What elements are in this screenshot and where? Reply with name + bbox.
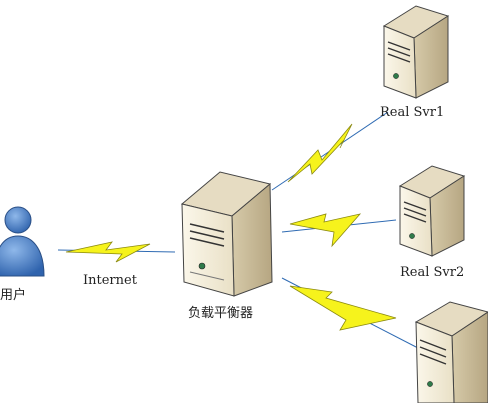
real-svr1-label: Real Svr1 — [380, 105, 445, 120]
real-svr2-label: Real Svr2 — [400, 265, 465, 280]
user-label: 用户 — [0, 288, 27, 303]
load-balancer-label: 负载平衡器 — [188, 306, 254, 321]
lightning-bolt-svr1 — [287, 123, 353, 183]
internet-label: Internet — [83, 273, 137, 288]
user-icon — [0, 206, 45, 277]
lightning-bolt-svr2 — [289, 213, 362, 248]
lightning-bolt-svr3 — [289, 285, 397, 331]
user-head — [4, 206, 32, 234]
load-balancer-server-icon — [180, 171, 273, 297]
user-body — [0, 235, 45, 277]
real-svr2-server-icon — [398, 165, 466, 257]
lightning-bolts — [65, 123, 397, 331]
real-svr1-server-icon — [382, 5, 450, 99]
lightning-bolt-internet — [65, 241, 151, 263]
real-svr3-server-icon — [414, 301, 488, 403]
